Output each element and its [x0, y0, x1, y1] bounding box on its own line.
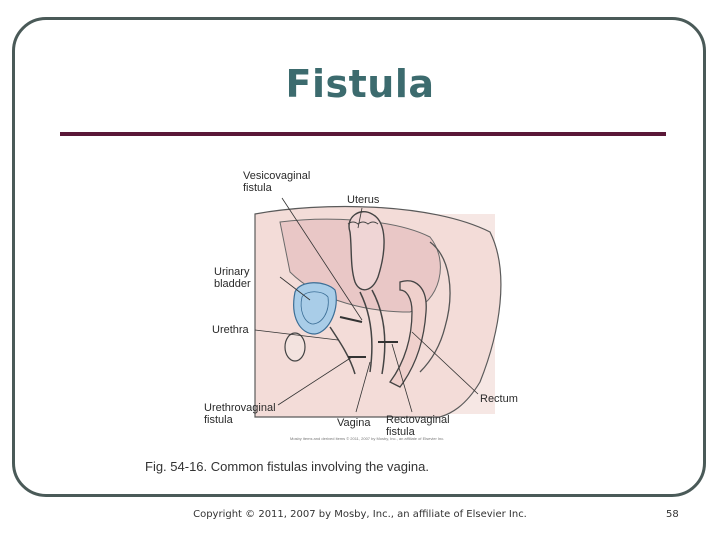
sacrum-shape [419, 241, 451, 373]
leader-urethrovaginal [277, 356, 353, 406]
label-urethra: Urethra [212, 324, 249, 336]
pubic-bone [284, 332, 306, 362]
label-uterus: Uterus [347, 194, 380, 206]
label-vagina: Vagina [337, 417, 371, 429]
label-rectovaginal-fistula: Rectovaginal fistula [386, 414, 450, 438]
label-urethrovaginal-fistula: Urethrovaginal fistula [204, 402, 276, 426]
slide-frame [12, 17, 706, 497]
label-urinary-bladder: Urinary bladder [214, 266, 251, 290]
anatomy-illustration [254, 197, 502, 418]
vagina-canal [359, 289, 386, 375]
leader-rectum [411, 331, 479, 395]
leader-urinary-bladder [279, 276, 311, 301]
slide-title: Fistula [285, 62, 435, 106]
figure-caption: Fig. 54-16. Common fistulas involving th… [145, 459, 429, 474]
page-number: 58 [666, 509, 679, 520]
title-divider [60, 132, 666, 136]
urethra-shape [329, 326, 356, 375]
label-rectum: Rectum [480, 393, 518, 405]
uterus-shape [348, 211, 385, 291]
bladder-inner [300, 291, 329, 325]
uterus-fundus-folds [347, 221, 379, 225]
copyright-notice: Copyright © 2011, 2007 by Mosby, Inc., a… [193, 509, 527, 520]
fistula-tract-vesicovaginal [339, 316, 363, 323]
figure-credit: Mosby items and derived items © 2011, 20… [290, 436, 445, 441]
rectum-shape [389, 280, 427, 388]
leader-vesicovaginal [281, 197, 363, 321]
leader-uterus [357, 207, 363, 229]
label-vesicovaginal-fistula: Vesicovaginal fistula [243, 170, 311, 194]
leader-rectovaginal [391, 343, 413, 413]
leader-urethra [254, 329, 339, 341]
leader-vagina [355, 361, 371, 413]
